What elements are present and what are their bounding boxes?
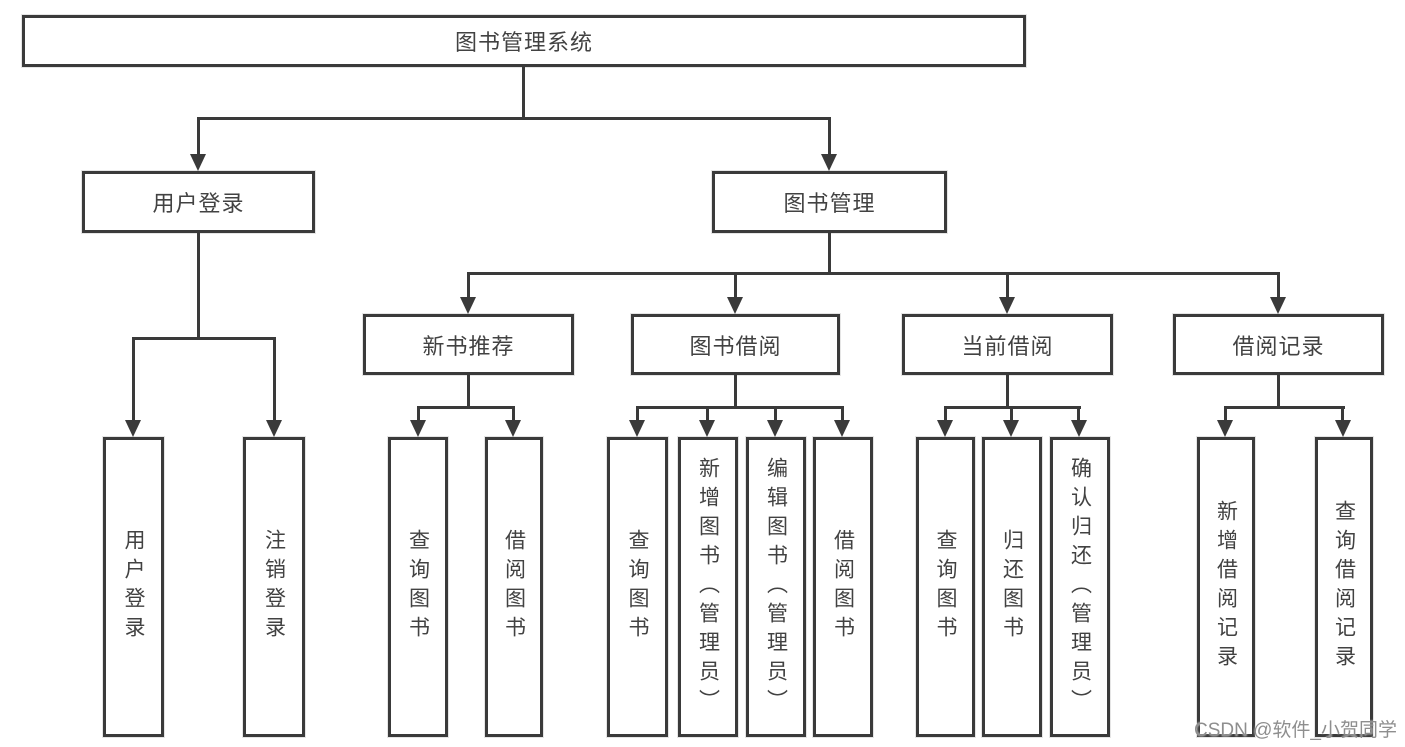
- arrow-down-icon: [834, 420, 850, 437]
- node-root-label: 图书管理系统: [454, 30, 593, 55]
- arrow-down-icon: [1217, 420, 1233, 437]
- connector-segment: [841, 406, 844, 422]
- connector-segment: [1006, 272, 1009, 299]
- connector-segment: [828, 233, 831, 274]
- watermark: CSDN @软件_小贺同学: [1194, 720, 1397, 741]
- leaf-current-query-books: 查询图书: [916, 437, 975, 737]
- node-current-borrow: 当前借阅: [902, 314, 1113, 375]
- node-book-management: 图书管理: [712, 171, 947, 233]
- node-book-management-label: 图书管理: [783, 191, 876, 216]
- connector-segment: [734, 375, 737, 408]
- leaf-return-books: 归还图书: [982, 437, 1042, 737]
- connector-segment: [774, 406, 777, 422]
- leaf-query-borrow-record: 查询借阅记录: [1315, 437, 1373, 737]
- connector-segment: [1224, 406, 1227, 422]
- leaf-confirm-return-admin-label: 确认归还（管理员）: [1068, 456, 1092, 718]
- connector-segment: [1277, 375, 1280, 408]
- arrow-down-icon: [125, 420, 141, 437]
- leaf-logout: 注销登录: [243, 437, 305, 737]
- arrow-down-icon: [999, 297, 1015, 314]
- connector-segment: [467, 272, 470, 299]
- leaf-edit-books-admin: 编辑图书（管理员）: [746, 437, 806, 737]
- node-user-login: 用户登录: [82, 171, 315, 233]
- arrow-down-icon: [821, 154, 837, 171]
- connector-segment: [467, 272, 1280, 275]
- arrow-down-icon: [1270, 297, 1286, 314]
- connector-segment: [1224, 406, 1345, 409]
- leaf-query-borrow-record-label: 查询借阅记录: [1332, 500, 1356, 674]
- arrow-down-icon: [266, 420, 282, 437]
- node-current-borrow-label: 当前借阅: [961, 333, 1054, 359]
- arrow-down-icon: [699, 420, 715, 437]
- connector-segment: [417, 406, 515, 409]
- connector-segment: [132, 337, 276, 340]
- arrow-down-icon: [190, 154, 206, 171]
- leaf-logout-label: 注销登录: [262, 529, 286, 645]
- connector-segment: [467, 375, 470, 408]
- connector-segment: [132, 337, 135, 421]
- connector-segment: [734, 272, 737, 299]
- arrow-down-icon: [1335, 420, 1351, 437]
- leaf-recommend-query-books: 查询图书: [388, 437, 448, 737]
- node-book-borrow: 图书借阅: [631, 314, 840, 375]
- leaf-recommend-query-books-label: 查询图书: [406, 529, 430, 645]
- connector-segment: [1006, 375, 1009, 408]
- node-new-book-recommend: 新书推荐: [363, 314, 574, 375]
- leaf-borrow-query-books: 查询图书: [607, 437, 668, 737]
- arrow-down-icon: [767, 420, 783, 437]
- connector-segment: [512, 406, 515, 422]
- node-root: 图书管理系统: [22, 15, 1026, 67]
- leaf-user-login-label: 用户登录: [122, 529, 145, 645]
- arrow-down-icon: [410, 420, 426, 437]
- arrow-down-icon: [727, 297, 743, 314]
- leaf-recommend-borrow-books: 借阅图书: [485, 437, 543, 737]
- arrow-down-icon: [460, 297, 476, 314]
- leaf-confirm-return-admin: 确认归还（管理员）: [1050, 437, 1110, 737]
- node-borrow-records: 借阅记录: [1173, 314, 1384, 375]
- connector-segment: [1341, 406, 1344, 422]
- connector-segment: [944, 406, 947, 422]
- leaf-add-books-admin: 新增图书（管理员）: [678, 437, 738, 737]
- connector-segment: [1010, 406, 1013, 422]
- leaf-edit-books-admin-label: 编辑图书（管理员）: [764, 456, 788, 718]
- leaf-add-books-admin-label: 新增图书（管理员）: [696, 456, 720, 718]
- connector-segment: [522, 65, 525, 119]
- connector-segment: [636, 406, 639, 422]
- leaf-borrow-books-label: 借阅图书: [831, 529, 855, 645]
- leaf-borrow-books: 借阅图书: [813, 437, 873, 737]
- connector-segment: [417, 406, 420, 422]
- arrow-down-icon: [629, 420, 645, 437]
- connector-segment: [706, 406, 709, 422]
- node-borrow-records-label: 借阅记录: [1232, 333, 1325, 359]
- connector-segment: [828, 117, 831, 155]
- leaf-borrow-query-books-label: 查询图书: [626, 529, 649, 645]
- connector-segment: [197, 117, 831, 120]
- arrow-down-icon: [1071, 420, 1087, 437]
- connector-segment: [636, 406, 844, 409]
- leaf-recommend-borrow-books-label: 借阅图书: [502, 529, 526, 645]
- arrow-down-icon: [1003, 420, 1019, 437]
- leaf-add-borrow-record: 新增借阅记录: [1197, 437, 1255, 737]
- leaf-user-login: 用户登录: [103, 437, 164, 737]
- leaf-add-borrow-record-label: 新增借阅记录: [1214, 500, 1238, 674]
- connector-segment: [197, 233, 200, 339]
- connector-segment: [273, 337, 276, 421]
- node-book-borrow-label: 图书借阅: [689, 333, 782, 359]
- node-user-login-label: 用户登录: [152, 191, 245, 216]
- connector-segment: [197, 117, 200, 155]
- arrow-down-icon: [505, 420, 521, 437]
- leaf-return-books-label: 归还图书: [1000, 529, 1024, 645]
- arrow-down-icon: [937, 420, 953, 437]
- connector-segment: [1077, 406, 1080, 422]
- connector-segment: [1277, 272, 1280, 299]
- node-new-book-recommend-label: 新书推荐: [422, 333, 515, 359]
- leaf-current-query-books-label: 查询图书: [934, 529, 957, 645]
